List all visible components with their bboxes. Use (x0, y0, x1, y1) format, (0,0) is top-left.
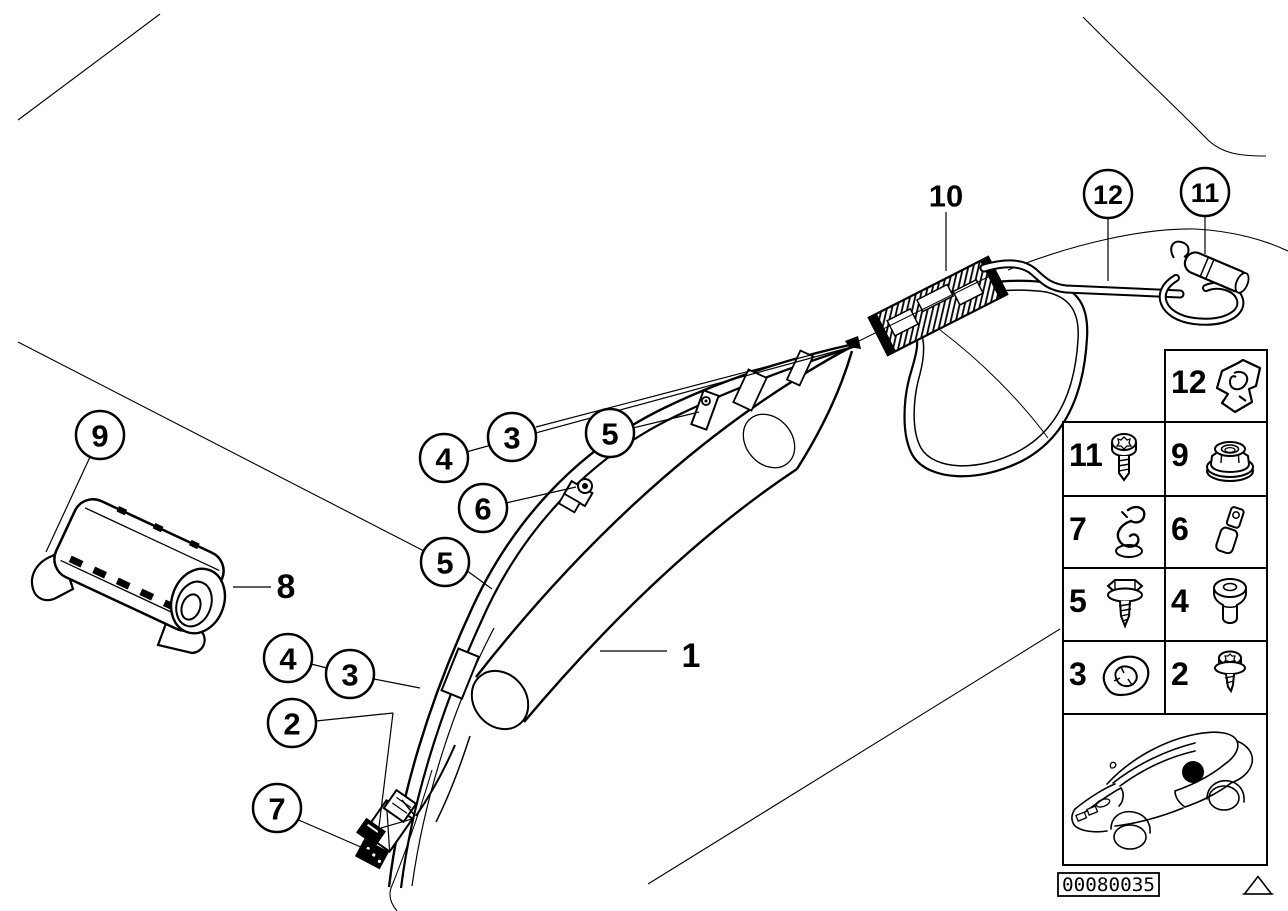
retainer-washer-icon (1102, 655, 1150, 697)
svg-text:6: 6 (474, 492, 491, 527)
legend-table: 12 11 9 7 6 5 4 3 2 (1062, 349, 1268, 866)
label-8[interactable]: 8 (277, 568, 296, 606)
hook-clip-icon (1115, 505, 1146, 558)
legend-cell-2[interactable] (1164, 640, 1268, 715)
callout-2[interactable]: 2 (266, 697, 318, 749)
lower-end-fittings (354, 788, 418, 870)
mounting-clamp-upper (690, 389, 720, 431)
plain-labels: 10 8 1 (277, 179, 964, 676)
bag-tip (845, 336, 861, 349)
legend-car-cell (1062, 713, 1268, 866)
washer-screw-icon (1214, 650, 1246, 694)
label-1[interactable]: 1 (682, 637, 701, 675)
legend-number-4: 4 (1171, 583, 1189, 619)
rail-collar (440, 647, 481, 700)
legend-number-12: 12 (1171, 364, 1207, 400)
callout-12[interactable]: 12 (1082, 168, 1134, 220)
svg-text:11: 11 (1191, 178, 1220, 208)
legend-cell-6[interactable] (1164, 495, 1268, 569)
legend-number-6: 6 (1171, 511, 1189, 547)
svg-text:2: 2 (283, 707, 300, 742)
callout-11[interactable]: 11 (1179, 166, 1231, 218)
svg-text:5: 5 (601, 417, 618, 452)
callout-5-lower[interactable]: 5 (419, 536, 471, 588)
circled-callouts: 9 4 3 5 6 5 4 3 (74, 166, 1231, 834)
hex-screw-icon (1106, 579, 1144, 629)
mounting-bracket-mid (557, 478, 594, 514)
flange-nut-icon (1206, 441, 1254, 482)
terminal-icon (1215, 506, 1245, 555)
body-outline-lines (17, 13, 1288, 911)
part-number-box (1057, 872, 1160, 897)
svg-text:7: 7 (268, 792, 285, 827)
legend-number-3: 3 (1069, 656, 1087, 692)
gas-generator-11 (1158, 240, 1250, 326)
warning-triangle-icon (1242, 875, 1274, 895)
legend-number-7: 7 (1069, 511, 1087, 547)
callout-3-upper[interactable]: 3 (486, 411, 538, 463)
passenger-airbag-module (30, 498, 227, 655)
svg-text:4: 4 (279, 642, 297, 677)
legend-cell-4[interactable] (1164, 567, 1268, 642)
countersunk-plug-icon (1213, 578, 1247, 625)
callout-9[interactable]: 9 (74, 409, 126, 461)
spring-clip-icon (1215, 358, 1262, 414)
legend-number-5: 5 (1069, 583, 1087, 619)
svg-text:5: 5 (436, 546, 453, 581)
leader-lines (45, 212, 1206, 852)
rail-collar (732, 368, 768, 412)
part-number: 00080035 (1062, 874, 1155, 896)
callout-4-lower[interactable]: 4 (262, 632, 314, 684)
gas-guide-tube-12 (979, 259, 1185, 299)
car-location-icon (1071, 731, 1254, 850)
svg-text:4: 4 (435, 442, 453, 477)
callout-3-lower[interactable]: 3 (324, 648, 376, 700)
svg-text:3: 3 (341, 658, 358, 693)
footer: 00080035 (1057, 872, 1274, 897)
location-dot (1182, 761, 1204, 783)
callout-4-upper[interactable]: 4 (418, 432, 470, 484)
curtain-airbag-assembly (354, 336, 861, 889)
label-10[interactable]: 10 (929, 179, 963, 214)
legend-number-11: 11 (1069, 437, 1103, 473)
svg-text:3: 3 (503, 421, 520, 456)
legend-number-2: 2 (1171, 656, 1189, 692)
svg-text:9: 9 (91, 419, 108, 454)
callout-5-upper[interactable]: 5 (584, 407, 636, 459)
callout-6[interactable]: 6 (457, 482, 509, 534)
callout-7[interactable]: 7 (251, 782, 303, 834)
retainer-bracket-10 (867, 255, 1009, 357)
legend-number-9: 9 (1171, 437, 1189, 473)
svg-text:12: 12 (1093, 180, 1123, 210)
torx-screw-icon (1111, 433, 1137, 482)
